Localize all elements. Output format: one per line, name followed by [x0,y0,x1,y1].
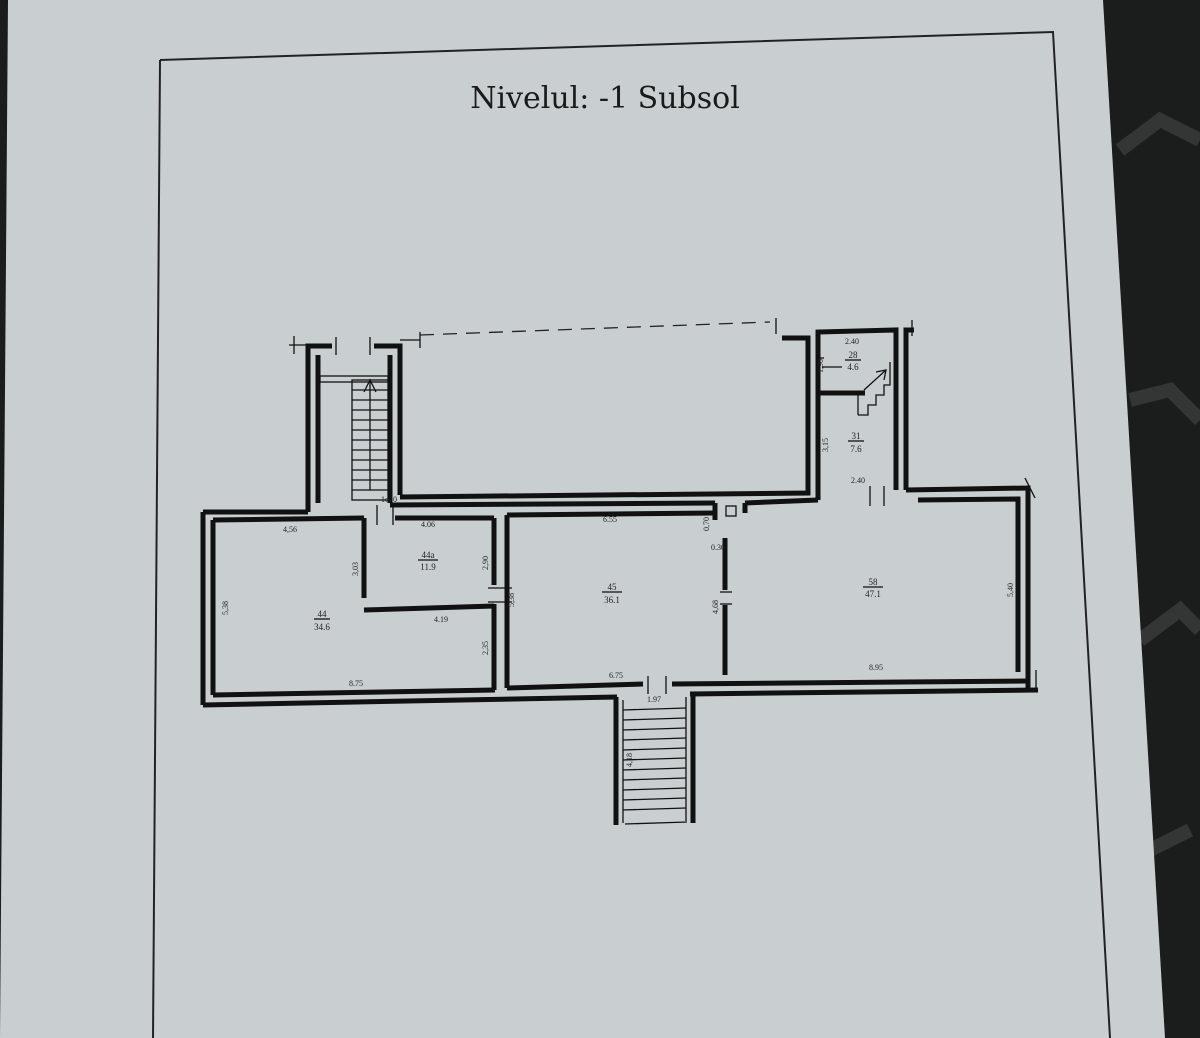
page-frame [152,30,1111,1038]
page-title: Nivelul: -1 Subsol [470,81,740,116]
door-ticks [335,337,885,694]
dim-4-68: 4,68 [711,600,720,614]
room-31-number: 31 [852,431,861,441]
walls [200,327,1039,708]
room-44-area: 34.6 [314,622,330,632]
dim-4-18: 4,18 [625,753,634,767]
dim-2-35: 2,35 [481,641,490,655]
dim-4-56: 4,56 [283,525,297,534]
room-44a-area: 11.9 [420,562,436,572]
room-28-number: 28 [849,350,859,360]
room-58-area: 47.1 [865,589,881,599]
dim-2-40-top: 2.40 [845,337,859,346]
wall-ticks [289,318,1037,688]
room-58-number: 58 [869,577,879,587]
dimensions: 4,56 4.06 6.55 0.30 2.40 2.40 4.19 8.75 … [221,337,1015,767]
bottom-staircase [613,694,696,825]
dim-5-38-mid: 5,38 [507,593,516,607]
dim-1-97: 1.97 [647,695,661,704]
room-31-area: 7.6 [850,444,862,454]
room-labels: 44 34.6 44a 11.9 45 36.1 58 47.1 28 4.6 … [314,350,883,632]
dim-0-70: 0,70 [702,517,711,531]
dim-8-95: 8.95 [869,663,883,672]
room-45-area: 36.1 [604,595,620,605]
left-staircase [319,375,389,501]
dim-4-19: 4.19 [434,615,448,624]
dim-2-90: 2,90 [481,556,490,570]
dim-6-55: 6.55 [603,515,617,524]
dim-4-06: 4.06 [421,520,435,529]
room-44a-number: 44a [422,550,435,560]
dim-1-00: 1o..0 [381,495,397,504]
dim-6-75: 6.75 [609,671,623,680]
room-28-area: 4.6 [847,362,859,372]
paper [0,0,1165,1038]
right-staircase [857,362,891,416]
dim-3-15: 3,15 [821,438,830,452]
dim-2-40-mid: 2.40 [851,476,865,485]
dim-5-38-left: 5,38 [221,601,230,615]
dim-8-75: 8.75 [349,679,363,688]
dim-1-90: 1,90 [816,359,825,373]
dim-5-40: 5,40 [1006,583,1015,597]
dashed-line [419,321,771,336]
room-44-number: 44 [318,609,328,619]
dim-3-03: 3,03 [351,562,360,576]
dim-0-30: 0.30 [711,543,725,552]
room-45-number: 45 [608,582,618,592]
